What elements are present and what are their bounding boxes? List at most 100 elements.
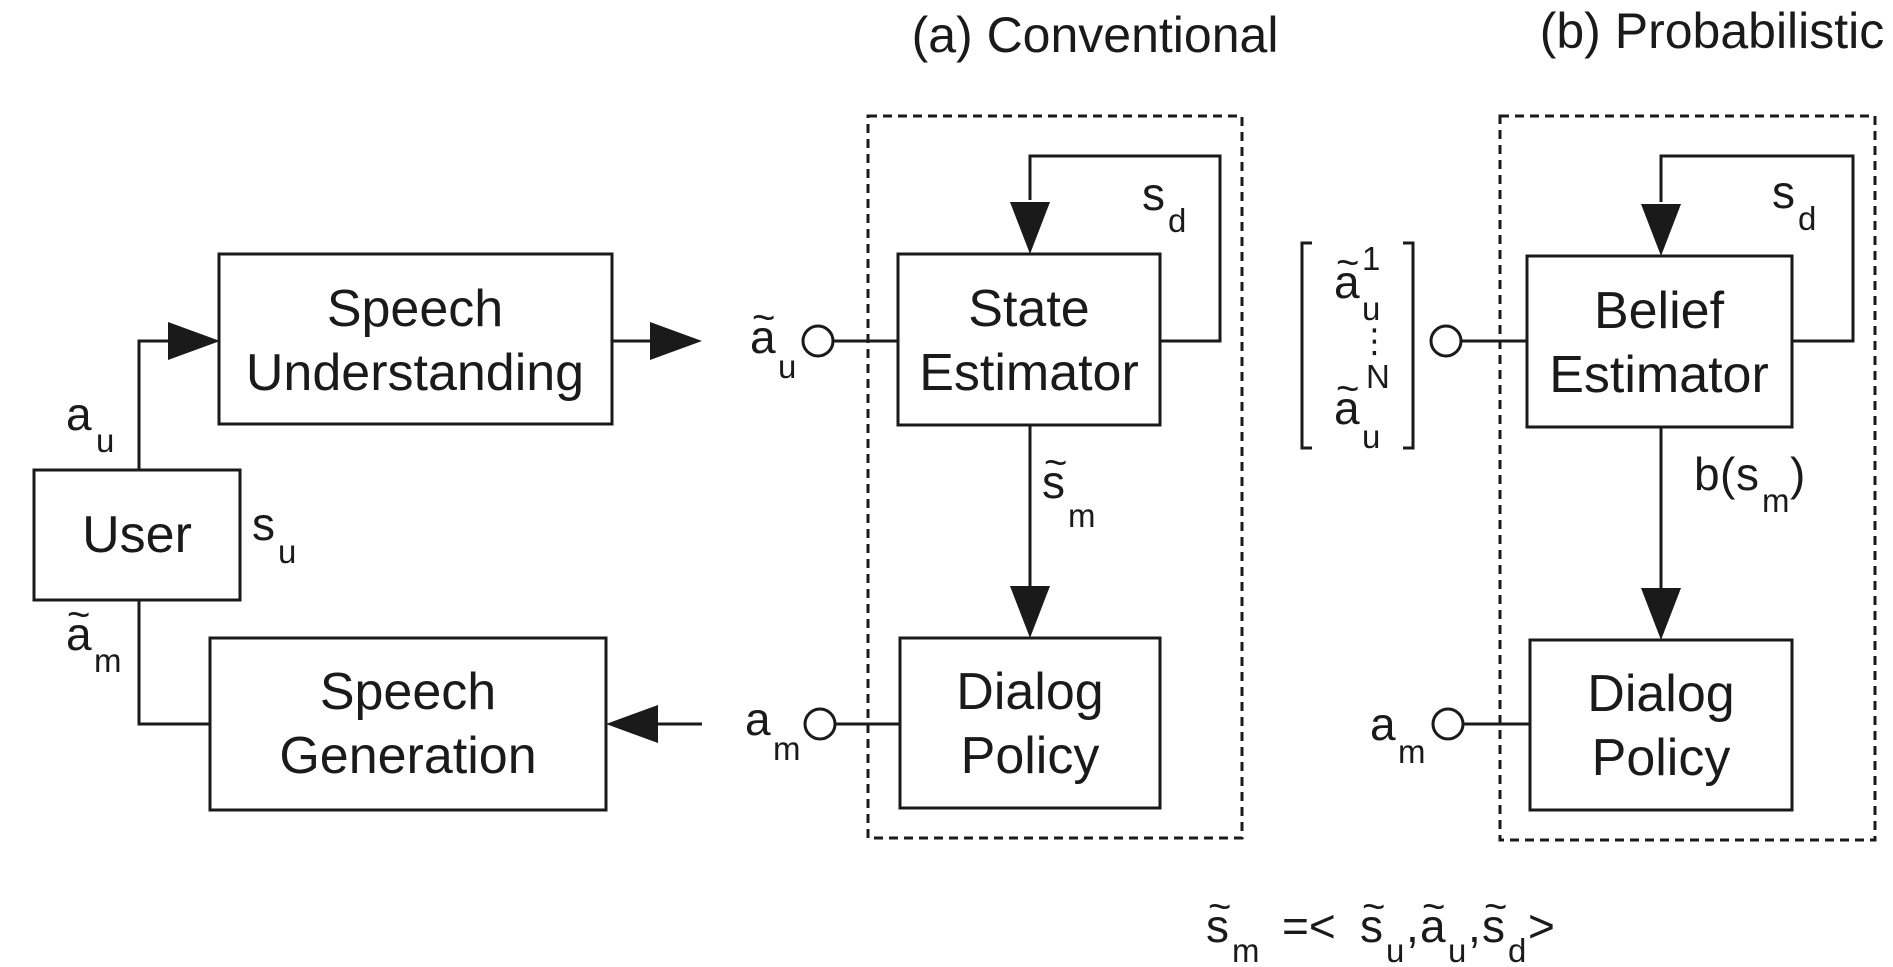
svg-text:~: ~ [1362, 885, 1385, 929]
port-a-m-prob [1431, 707, 1465, 741]
state-estimator-box [896, 252, 1162, 427]
belief-estimator-line1: Belief [1594, 282, 1725, 340]
speech-generation-line2: Generation [279, 727, 536, 785]
svg-text:m: m [94, 642, 122, 679]
svg-text:u: u [1448, 932, 1466, 967]
label-a-u: a u [66, 388, 114, 459]
svg-text:⋮: ⋮ [1358, 322, 1391, 359]
label-a-m-conv: a m [745, 693, 801, 767]
user-label: User [82, 506, 192, 564]
arrowhead-sd-conv [1010, 202, 1050, 254]
title-conventional: (a) Conventional [912, 7, 1279, 63]
port-a-m-conv [803, 707, 837, 741]
speech-generation-line1: Speech [320, 663, 496, 721]
n-best-list: ~ a 1 u ⋮ ~ a N u [1300, 240, 1415, 455]
svg-text:u: u [96, 422, 114, 459]
label-a-m-prob: a m [1370, 698, 1426, 770]
svg-text:a: a [66, 388, 92, 440]
bracket-right [1403, 241, 1415, 450]
wire-sg-to-user [137, 600, 210, 726]
port-a-tilde-u [801, 324, 835, 358]
svg-text:s: s [1142, 168, 1165, 220]
svg-text:b: b [1694, 448, 1720, 500]
svg-text:~: ~ [752, 296, 775, 340]
svg-text:~: ~ [1044, 441, 1067, 485]
belief-estimator-line2: Estimator [1549, 346, 1769, 404]
arrowhead-sg-in [606, 705, 658, 743]
svg-text:m: m [1232, 932, 1260, 967]
label-b-s-m: b ( s m ) [1694, 448, 1805, 519]
arrowhead-su-out [650, 322, 702, 360]
svg-text:m: m [1762, 482, 1790, 519]
svg-text:a: a [750, 311, 776, 363]
svg-text:,: , [1406, 900, 1419, 952]
wire-user-to-su [137, 339, 170, 470]
svg-text:~: ~ [1422, 885, 1445, 929]
label-s-u: s u [252, 498, 296, 570]
svg-text:s: s [1042, 456, 1065, 508]
label-s-tilde-m: ~ s m [1042, 441, 1096, 534]
svg-text:1: 1 [1362, 240, 1380, 277]
dialog-policy-a-line1: Dialog [956, 663, 1103, 721]
svg-text:u: u [778, 348, 796, 385]
arrowhead-se-to-dp [1010, 586, 1050, 638]
state-estimator-line2: Estimator [919, 344, 1139, 402]
svg-text:d: d [1508, 932, 1526, 967]
svg-text:s: s [1736, 448, 1759, 500]
label-s-d-conv: s d [1142, 168, 1186, 239]
user-box [32, 468, 242, 602]
svg-text:m: m [1068, 497, 1096, 534]
wire-sd-loop-prob [1659, 154, 1855, 343]
label-a-tilde-u-conv: ~ a u [750, 296, 796, 385]
svg-text:~: ~ [1484, 885, 1507, 929]
svg-text:u: u [1386, 932, 1404, 967]
speech-understanding-line2: Understanding [246, 344, 584, 402]
dialog-policy-b-box [1528, 638, 1794, 812]
svg-text:u: u [1362, 290, 1380, 327]
svg-text:a: a [1334, 256, 1360, 308]
svg-text:s: s [1482, 900, 1505, 952]
port-n-best [1429, 324, 1463, 358]
svg-text:s: s [252, 498, 275, 550]
label-a-tilde-m: ~ a m [66, 593, 122, 679]
svg-text:u: u [1362, 418, 1380, 455]
svg-text:s: s [1360, 900, 1383, 952]
svg-text:,: , [1468, 900, 1481, 952]
bracket-left [1300, 241, 1312, 450]
speech-understanding-box [217, 252, 614, 426]
svg-text:~: ~ [67, 593, 90, 637]
svg-text:~: ~ [1208, 885, 1231, 929]
arrowhead-be-to-dp [1641, 588, 1681, 640]
svg-text:m: m [1398, 733, 1426, 770]
title-probabilistic: (b) Probabilistic [1540, 3, 1885, 59]
svg-text:(: ( [1720, 448, 1736, 500]
svg-text:a: a [66, 608, 92, 660]
svg-text:>: > [1528, 900, 1555, 952]
speech-generation-box [208, 636, 608, 812]
arrowhead-su-in [168, 322, 220, 360]
svg-text:N: N [1366, 358, 1390, 395]
dialog-policy-b-line2: Policy [1592, 729, 1731, 787]
svg-text:a: a [1370, 698, 1396, 750]
svg-text:~: ~ [1336, 241, 1359, 285]
state-estimator-line1: State [968, 280, 1089, 338]
wire-sd-loop-conv [1028, 154, 1222, 343]
dialog-policy-b-line1: Dialog [1587, 665, 1734, 723]
svg-text:a: a [1334, 382, 1360, 434]
dialog-policy-a-line2: Policy [961, 727, 1100, 785]
belief-estimator-box [1525, 254, 1794, 429]
dialog-policy-a-box [898, 636, 1162, 810]
svg-text:=<: =< [1282, 900, 1336, 952]
arrowhead-sd-prob [1641, 204, 1681, 256]
equation-s-tilde-m: ~ s m =< ~ s u , ~ a u , ~ s d > [1206, 885, 1555, 967]
svg-text:s: s [1772, 166, 1795, 218]
conventional-frame [866, 114, 1244, 840]
speech-understanding-line1: Speech [327, 280, 503, 338]
svg-text:m: m [773, 730, 801, 767]
svg-text:): ) [1790, 448, 1805, 500]
svg-text:a: a [745, 693, 771, 745]
svg-text:d: d [1798, 200, 1816, 237]
svg-text:a: a [1420, 900, 1446, 952]
svg-text:~: ~ [1336, 367, 1359, 411]
